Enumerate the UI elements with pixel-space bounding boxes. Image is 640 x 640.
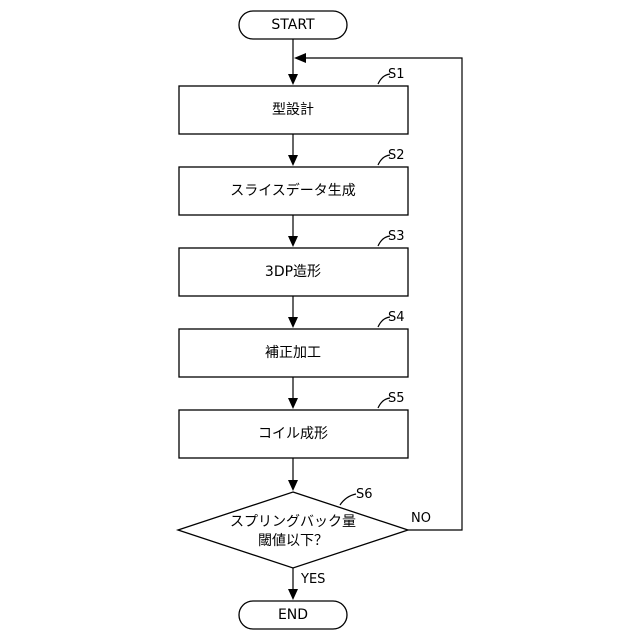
decision-yes-label: YES (300, 572, 325, 587)
step-s1-id: S1 (388, 67, 405, 82)
step-s5-label: コイル成形 (258, 426, 328, 442)
decision-id: S6 (356, 487, 373, 502)
decision-no-label: NO (411, 511, 431, 526)
decision-line1: スプリングバック量 (230, 514, 356, 530)
step-s3-id: S3 (388, 229, 405, 244)
step-s4-label: 補正加工 (265, 345, 321, 361)
step-s3-label: 3DP造形 (265, 264, 321, 280)
step-s4-id: S4 (388, 310, 405, 325)
decision-s6: スプリングバック量 閾値以下？ S6 NO YES (178, 487, 431, 587)
end-label: END (278, 607, 308, 623)
step-s1-label: 型設計 (272, 102, 314, 118)
start-terminal: START (239, 11, 347, 39)
decision-line2: 閾値以下？ (258, 533, 328, 549)
step-s2-label: スライスデータ生成 (230, 182, 356, 199)
step-s2-id: S2 (388, 148, 405, 163)
end-terminal: END (239, 601, 347, 629)
start-label: START (271, 17, 315, 33)
step-s5-id: S5 (388, 391, 405, 406)
